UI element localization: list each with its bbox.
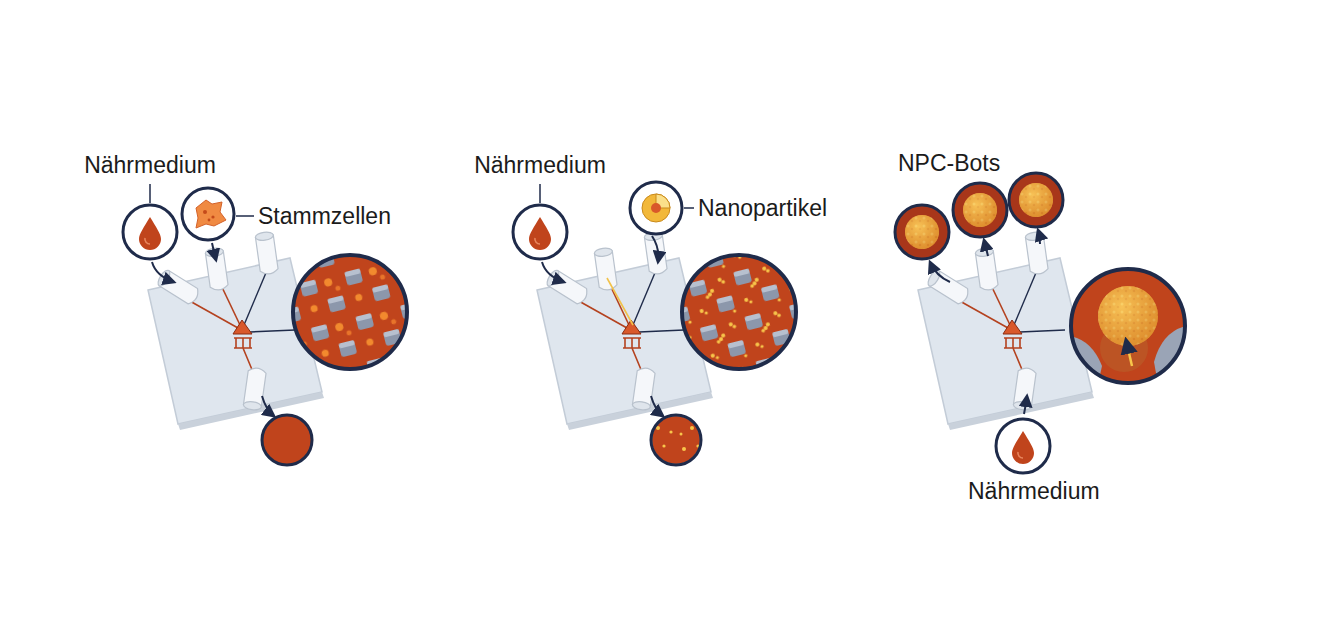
illustration-part — [607, 278, 633, 325]
magnifier — [292, 254, 408, 370]
illustration-part — [196, 200, 226, 228]
microfluidic-chip — [918, 231, 1094, 430]
nanoparticle-icon — [630, 182, 682, 234]
illustration-part — [293, 255, 407, 369]
output-sample — [651, 415, 701, 465]
illustration-part — [642, 194, 670, 222]
illustration-part — [681, 254, 797, 370]
illustration-part — [212, 243, 216, 260]
part-label: NPC-Bots — [898, 150, 1000, 177]
part-label: Nährmedium — [84, 152, 216, 179]
illustration-part — [651, 415, 701, 465]
illustration-part — [684, 207, 694, 209]
npc-bot — [895, 205, 949, 259]
illustration-part — [211, 215, 214, 218]
illustration-part — [139, 217, 161, 250]
illustration-part — [1070, 268, 1186, 384]
npc-bot — [1009, 173, 1063, 227]
illustration-part — [1012, 431, 1034, 464]
magnifier — [681, 254, 797, 370]
stem-cell-icon — [182, 188, 234, 240]
illustration-part — [203, 210, 207, 214]
panel-nanoparticles — [513, 182, 797, 465]
illustration-part — [236, 215, 254, 217]
illustration-part — [930, 262, 950, 282]
illustration-part — [652, 236, 658, 262]
illustration-part — [651, 203, 661, 213]
part-label: Nanopartikel — [698, 195, 827, 222]
output-sample — [262, 415, 312, 465]
illustration-part — [542, 262, 564, 282]
illustration-part — [1071, 269, 1185, 383]
medium-icon — [123, 205, 177, 259]
magnifier — [1070, 268, 1186, 384]
illustration-part — [1098, 286, 1158, 346]
illustration-part — [539, 184, 541, 203]
illustration-part — [262, 396, 274, 416]
illustration-part — [149, 184, 151, 203]
medium-icon — [513, 205, 567, 259]
illustration-part — [1070, 268, 1186, 384]
illustration-part — [651, 396, 663, 416]
illustration-part — [1126, 340, 1132, 366]
illustration-part — [1038, 230, 1040, 244]
illustration-part — [651, 415, 701, 465]
panel-harvest — [895, 173, 1186, 473]
illustration-part — [208, 219, 211, 222]
part-label: Stammzellen — [258, 203, 391, 230]
part-label: Nährmedium — [474, 152, 606, 179]
part-label: Nährmedium — [968, 478, 1100, 505]
illustration-part — [152, 262, 174, 282]
npc-bot — [953, 183, 1007, 237]
illustration-part — [1098, 286, 1158, 346]
panel-seeding — [123, 184, 408, 465]
illustration-part — [1024, 396, 1027, 414]
illustration-part — [529, 217, 551, 250]
medium-icon — [996, 419, 1050, 473]
illustration-part — [292, 254, 408, 370]
illustration-part — [682, 255, 796, 369]
illustration-part — [984, 240, 988, 256]
